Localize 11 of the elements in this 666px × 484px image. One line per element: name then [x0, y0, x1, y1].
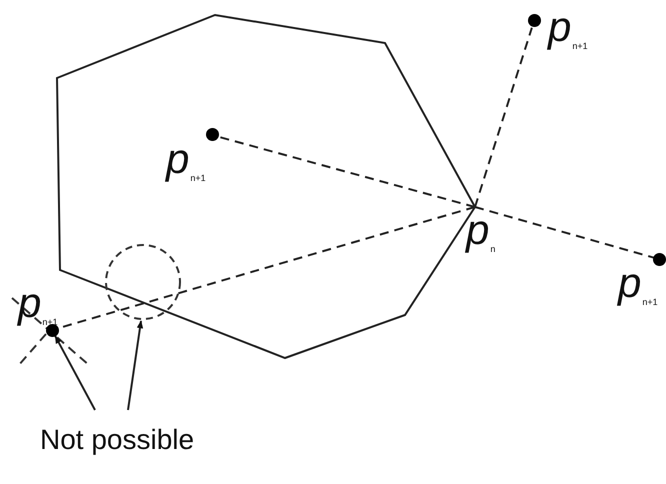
arrow: [54, 335, 96, 410]
point-label: p$_{n+1}$: [18, 282, 58, 324]
dashed-line: [474, 27, 533, 208]
point-label: p$_{n+1}$: [166, 138, 206, 180]
caption-text: Not possible: [40, 426, 194, 454]
point-label: p$_{n+1}$: [618, 262, 658, 304]
point-label: p$_{n+1}$: [548, 6, 588, 48]
dashed-line: [474, 206, 656, 260]
point-label: p$_{n}$: [466, 209, 496, 251]
dashed-line: [218, 136, 476, 208]
arrow: [127, 320, 144, 410]
